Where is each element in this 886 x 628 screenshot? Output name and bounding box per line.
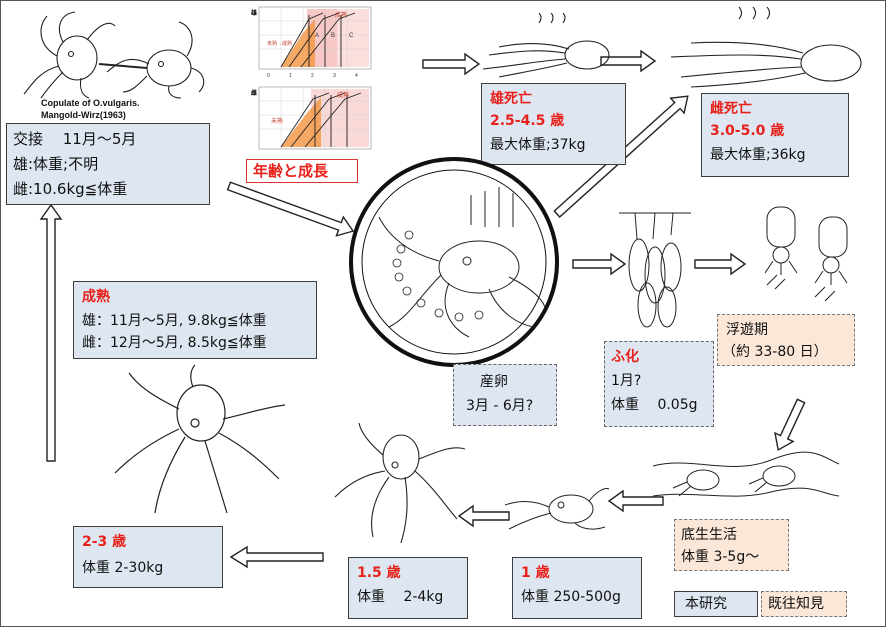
growth-chart-male-xtick-3: 3 [333, 73, 336, 79]
legend-this-study-label: 本研究 [685, 596, 727, 612]
arrow-to-age1 [607, 489, 664, 513]
maturity-box: 成熟 雄：11月～5月, 9.8kg≦体重 雌：12月～5月, 8.5kg≦体重 [73, 281, 317, 359]
age1-box: 1 歳 体重 250-500g [512, 557, 642, 619]
hatching-title: ふ化 [611, 349, 639, 365]
age1-octopus-drawing [504, 488, 610, 530]
male-death-age: 2.5-4.5 歳 [490, 113, 565, 129]
female-death-age: 3.0-5.0 歳 [710, 123, 785, 139]
growth-chart-male-tag: 雄 [250, 9, 257, 17]
age15-weight: 体重 2-4kg [357, 589, 444, 605]
growth-chart-male-mature: 成熟 [335, 11, 347, 19]
growth-chart-male-xtick-1: 1 [289, 73, 292, 79]
benthic-line1: 底生生活 [681, 527, 737, 543]
mating-line3: 雌:10.6kg≦体重 [13, 180, 128, 198]
mating-line2: 雄:体重;不明 [13, 155, 99, 173]
growth-label: 年齢と成長 [253, 162, 329, 180]
arrow-to-planktonic [694, 252, 747, 276]
maturity-title: 成熟 [82, 289, 110, 305]
hatching-line2: 体重 0.05g [611, 397, 698, 413]
arrow-to-male-death [422, 52, 481, 76]
planktonic-line2: （約 33-80 日） [722, 344, 828, 360]
arrow-to-mating [39, 203, 63, 462]
male-death-title: 雄死亡 [490, 91, 532, 107]
legend-this-study: 本研究 [674, 591, 758, 617]
male-death-box: 雄死亡 2.5-4.5 歳 最大体重;37kg [481, 83, 626, 165]
female-death-title: 雌死亡 [710, 101, 752, 117]
planktonic-line1: 浮遊期 [726, 322, 768, 338]
spawning-line1: 産卵 [480, 374, 508, 390]
growth-chart-female-mature: 成熟 [337, 91, 349, 99]
benthic-box: 底生生活 体重 3-5g～ [674, 519, 789, 571]
growth-chart-male: 雄 成熟 未熟→成熟 A B C 0 1 2 3 4 [250, 6, 372, 79]
growth-chart-female-tag: 雌 [251, 89, 257, 97]
growth-label-box: 年齢と成長 [246, 159, 358, 183]
arrow-to-age15 [457, 504, 510, 528]
age15-title: 1.5 歳 [357, 565, 401, 581]
age23-title: 2-3 歳 [82, 534, 127, 550]
maturity-male: 雄：11月～5月, 9.8kg≦体重 [82, 313, 267, 329]
dead-male-octopus-drawing [482, 13, 610, 78]
growth-chart-female: 雌 成熟 未熟 [251, 86, 372, 150]
growth-chart-female-immature: 未熟 [271, 117, 283, 125]
arrow-to-female-death [600, 49, 657, 73]
spawning-box: 産卵 3月 - 6月? [453, 364, 557, 426]
growth-chart-male-mixed: 未熟→成熟 [267, 40, 292, 47]
benthic-line2: 体重 3-5g～ [681, 549, 760, 565]
arrow-to-benthic [774, 398, 806, 452]
age23-box: 2-3 歳 体重 2-30kg [73, 526, 223, 588]
male-death-weight: 最大体重;37kg [490, 137, 586, 153]
hatching-line1: 1月? [611, 373, 642, 389]
mating-box: 交接 11月～5月 雄:体重;不明 雌:10.6kg≦体重 [6, 123, 210, 205]
growth-chart-male-group-c: C [349, 33, 354, 39]
planktonic-box: 浮遊期 （約 33-80 日） [717, 314, 855, 366]
age1-weight: 体重 250-500g [521, 589, 621, 605]
caption-line2: Mangold-Wirz(1963) [41, 110, 126, 120]
arrow-to-age23 [229, 545, 324, 569]
mating-line1: 交接 11月～5月 [13, 130, 137, 148]
growth-chart-male-xtick-2: 2 [311, 73, 314, 79]
paralarva-drawing [764, 206, 848, 302]
age15-box: 1.5 歳 体重 2-4kg [348, 557, 468, 619]
spawning-illustration [349, 157, 559, 367]
egg-cluster-drawing [619, 212, 691, 328]
growth-chart-male-group-b: B [331, 33, 335, 39]
legend-prior: 既往知見 [761, 591, 847, 617]
arrow-to-hatching [572, 252, 627, 276]
spawning-line2: 3月 - 6月? [466, 398, 534, 414]
age23-octopus-drawing [114, 364, 286, 514]
age15-octopus-drawing [334, 422, 466, 544]
growth-chart-male-xtick-0: 0 [267, 73, 270, 79]
legend-prior-label: 既往知見 [768, 596, 824, 612]
dead-female-octopus-drawing [670, 7, 862, 88]
growth-chart-male-xtick-4: 4 [355, 73, 358, 79]
maturity-female: 雌：12月～5月, 8.5kg≦体重 [82, 335, 267, 351]
growth-chart-male-group-a: A [315, 33, 319, 39]
female-death-box: 雌死亡 3.0-5.0 歳 最大体重;36kg [701, 93, 849, 177]
hatching-box: ふ化 1月? 体重 0.05g [604, 341, 714, 427]
caption-line1: Copulate of O.vulgaris. [41, 98, 140, 108]
female-death-weight: 最大体重;36kg [710, 147, 806, 163]
growth-chart: 雄 成熟 未熟→成熟 A B C 0 1 2 3 4 [250, 6, 372, 150]
mating-octopus-drawing [23, 11, 205, 99]
age23-weight: 体重 2-30kg [82, 560, 164, 576]
arrow-mating-to-spawning [226, 181, 355, 237]
benthic-drawing [652, 451, 840, 497]
age1-title: 1 歳 [521, 565, 550, 581]
